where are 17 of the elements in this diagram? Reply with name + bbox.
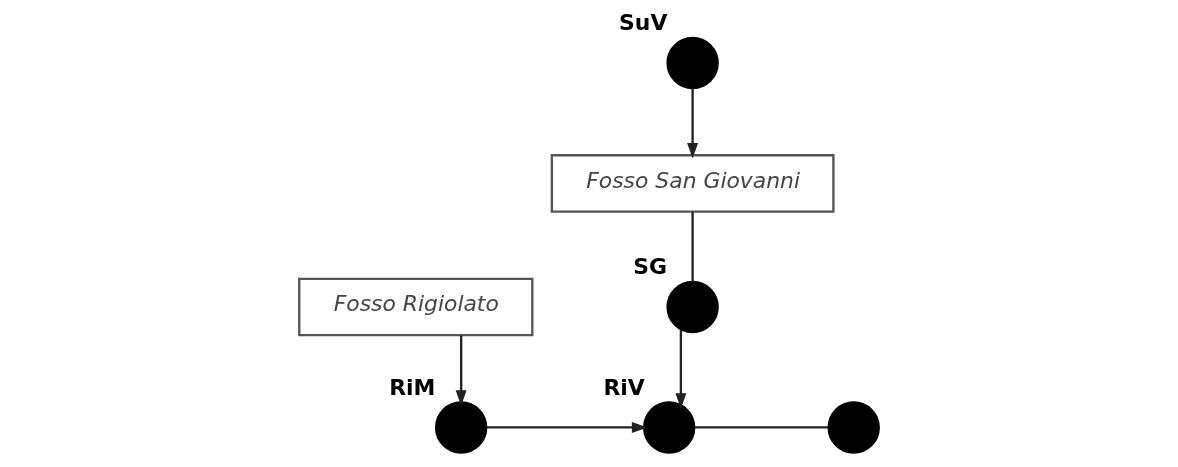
arrow <box>675 329 687 409</box>
arrow <box>486 421 648 433</box>
node-circle <box>666 280 719 334</box>
node-circle <box>827 401 880 454</box>
node-label: RiM <box>389 374 436 400</box>
node-box: Fosso Rigiolato <box>298 277 534 337</box>
node-circle <box>642 401 696 454</box>
node-label: SuV <box>619 10 668 36</box>
connector <box>694 426 829 429</box>
node-circle <box>666 36 719 90</box>
node-circle <box>434 401 488 454</box>
node-label: SG <box>633 254 667 280</box>
node-label: RiV <box>603 374 645 400</box>
arrow <box>455 335 467 406</box>
node-box: Fosso San Giovanni <box>550 154 835 213</box>
connector <box>691 212 694 282</box>
arrow <box>687 88 699 159</box>
